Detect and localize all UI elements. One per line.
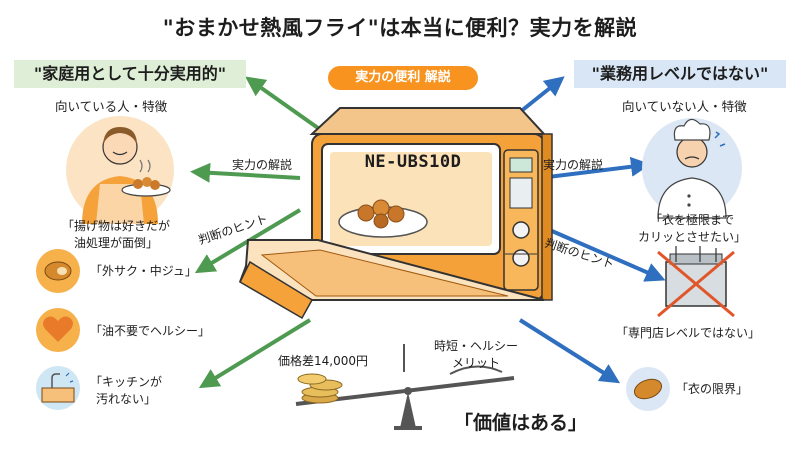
left-person-caption: 「揚げ物は好きだが油処理が面倒」 [62, 219, 171, 250]
arrow-right-bottom [518, 318, 621, 384]
page-title: "おまかせ熱風フライ"は本当に便利？実力を解説 [162, 16, 638, 40]
left-subheading: 向いている人・特徴 [55, 99, 168, 114]
arrow-left-bottom [198, 318, 312, 389]
left-explain-label: 実力の解説 [232, 158, 293, 172]
arrow-left-heading [245, 76, 320, 130]
arrow-right-hint [544, 226, 666, 282]
right-person-caption: 「衣を極限までカリッとさせたい」 [638, 213, 747, 244]
balance-scale-icon [295, 344, 515, 430]
right-subheading: 向いていない人・特徴 [622, 99, 747, 114]
deep-fryer-crossed-icon [657, 246, 735, 318]
crispy-food-icon [36, 249, 80, 293]
happy-cook-icon [66, 116, 174, 224]
right-heading: "業務用レベルではない" [574, 60, 786, 88]
center-badge: 実力の便利 解説 [328, 66, 478, 90]
heart-icon [36, 308, 80, 352]
arrow-right-explain [539, 156, 651, 180]
verdict-label: 「価値はある」 [454, 412, 588, 434]
left-point-2: 「油不要でヘルシー」 [90, 324, 211, 338]
kitchen-icon [36, 366, 80, 410]
worried-chef-icon [642, 118, 742, 219]
left-point-3: 「キッチンが汚れない」 [90, 375, 163, 406]
oven-model-label: NE-UBS10D [364, 152, 462, 172]
batter-limit-icon [626, 367, 670, 411]
merit-label: 時短・ヘルシーメリット [434, 339, 519, 370]
right-explain-label: 実力の解説 [543, 158, 604, 172]
arrow-left-explain [190, 162, 301, 183]
price-difference-label: 価格差14,000円 [278, 354, 368, 368]
oven-illustration [239, 107, 553, 320]
right-point-1: 「専門店レベルではない」 [616, 326, 761, 340]
left-heading: "家庭用として十分実用的" [14, 60, 246, 88]
left-point-1: 「外サク・中ジュ」 [90, 264, 197, 278]
right-point-2: 「衣の限界」 [676, 382, 749, 396]
